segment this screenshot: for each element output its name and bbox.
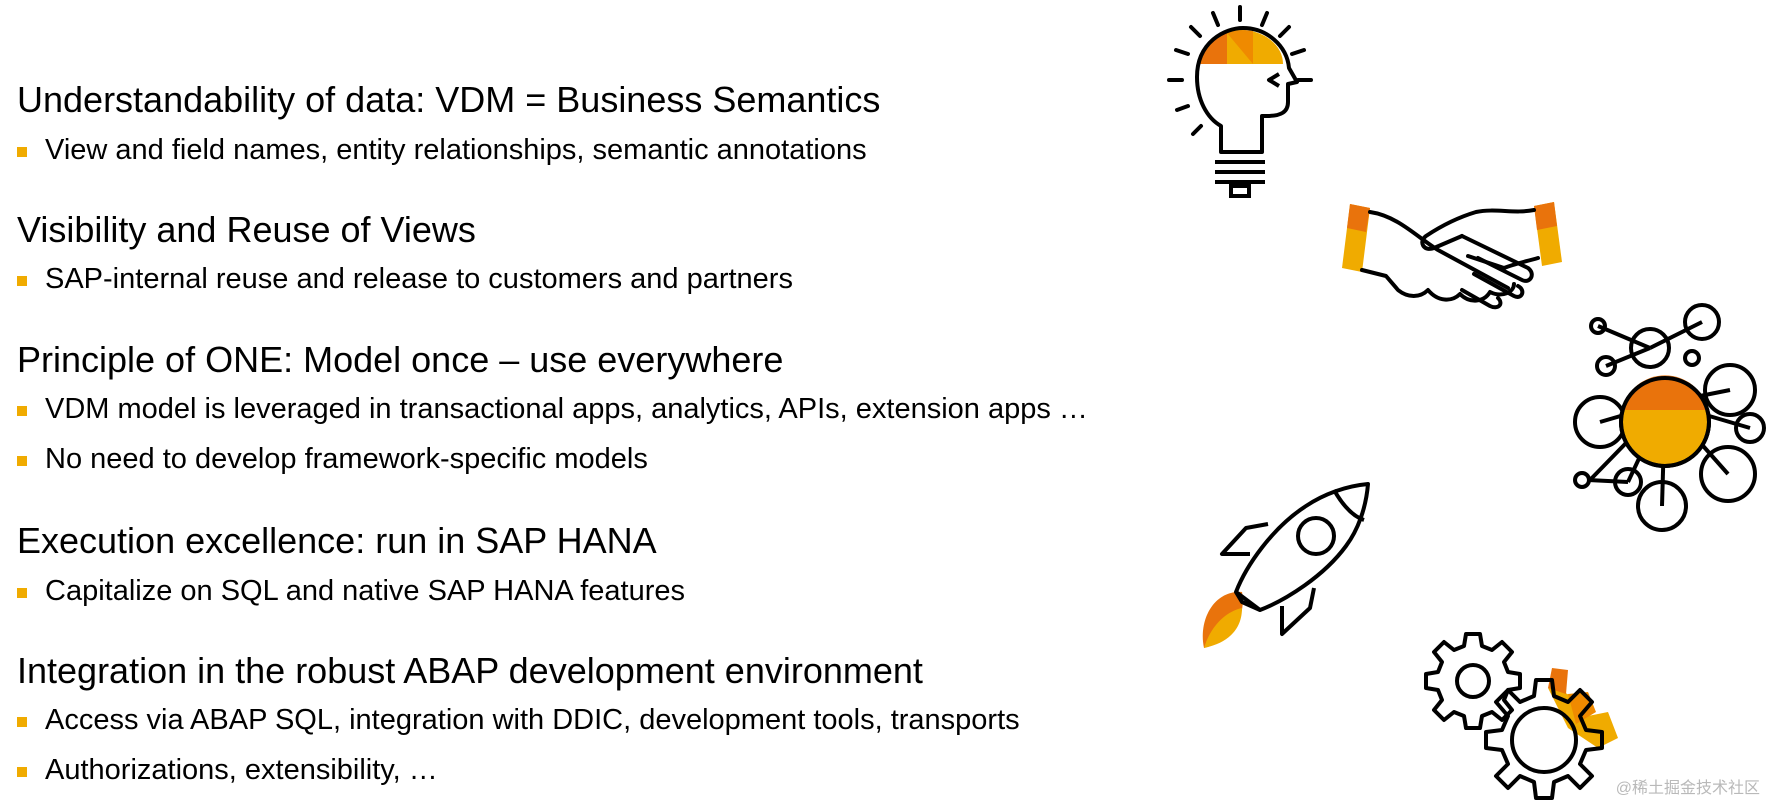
bullet-item: Authorizations, extensibility, … xyxy=(17,753,1020,787)
section-heading: Understandability of data: VDM = Busines… xyxy=(17,79,881,120)
section-heading: Integration in the robust ABAP developme… xyxy=(17,650,923,691)
bullet-item: No need to develop framework-specific mo… xyxy=(17,442,1088,476)
handshake-icon xyxy=(1342,202,1562,310)
gears-icon xyxy=(1424,632,1618,800)
bullet-item: VDM model is leveraged in transactional … xyxy=(17,392,1088,426)
section-principle-of-one: Principle of ONE: Model once – use every… xyxy=(17,340,1088,476)
section-visibility-reuse: Visibility and Reuse of Views SAP-intern… xyxy=(17,210,793,296)
bullet-item: Access via ABAP SQL, integration with DD… xyxy=(17,703,1020,737)
watermark: @稀土掘金技术社区 xyxy=(1615,780,1760,797)
section-execution-excellence: Execution excellence: run in SAP HANA Ca… xyxy=(17,521,685,608)
lightbulb-head-icon xyxy=(1167,5,1313,198)
section-heading: Execution excellence: run in SAP HANA xyxy=(17,520,657,561)
section-heading: Visibility and Reuse of Views xyxy=(17,209,476,250)
section-abap-integration: Integration in the robust ABAP developme… xyxy=(17,651,1020,787)
bullet-item: Capitalize on SQL and native SAP HANA fe… xyxy=(17,574,685,608)
network-hub-icon xyxy=(1573,303,1766,532)
section-heading: Principle of ONE: Model once – use every… xyxy=(17,339,784,380)
bullet-item: SAP-internal reuse and release to custom… xyxy=(17,262,793,296)
section-understandability: Understandability of data: VDM = Busines… xyxy=(17,80,880,167)
bullet-item: View and field names, entity relationshi… xyxy=(17,133,880,167)
rocket-icon xyxy=(1202,482,1370,648)
